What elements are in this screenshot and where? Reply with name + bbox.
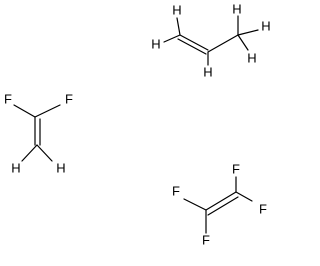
bond-c3-h-bottom xyxy=(237,34,249,51)
bond-c1-h-top xyxy=(176,17,181,36)
atom-h: H xyxy=(261,18,270,33)
bond-c-c-a xyxy=(205,191,237,211)
bond-c-f xyxy=(34,104,61,118)
atom-f: F xyxy=(4,91,12,106)
bond-c1-c2-b xyxy=(177,38,207,55)
atom-h: H xyxy=(203,64,212,79)
bond-f-c-left xyxy=(183,198,207,211)
molecule-propylene: H H H H H H xyxy=(151,1,270,79)
chemical-structures: H H H H H H F F H H F F xyxy=(4,1,271,247)
atom-h: H xyxy=(11,160,20,175)
bond-f-c xyxy=(13,104,36,118)
atom-h: H xyxy=(151,36,160,51)
structure-canvas: H H H H H H F F H H F F xyxy=(4,1,271,248)
molecule-vinylidene-fluoride: F F H H xyxy=(4,91,73,175)
bond-c1-h-left xyxy=(163,34,181,43)
bond-c3-h-right xyxy=(237,29,259,36)
atom-h: H xyxy=(56,160,65,175)
atom-f: F xyxy=(65,91,73,106)
bond-c-h-right xyxy=(36,144,53,162)
atom-h: H xyxy=(247,50,256,65)
bond-c-c-b xyxy=(207,196,239,216)
molecule-tetrafluoroethylene: F F F F xyxy=(172,161,267,247)
atom-h: H xyxy=(172,2,181,17)
atom-f: F xyxy=(259,201,267,216)
atom-h: H xyxy=(232,1,241,16)
bond-c1-c2-a xyxy=(179,34,209,51)
atom-f: F xyxy=(232,161,240,176)
bond-c-f-right xyxy=(235,191,253,202)
bond-c2-c3 xyxy=(207,34,239,53)
atom-f: F xyxy=(172,183,180,198)
atom-f: F xyxy=(202,232,210,247)
bond-c-h-left xyxy=(21,144,38,162)
